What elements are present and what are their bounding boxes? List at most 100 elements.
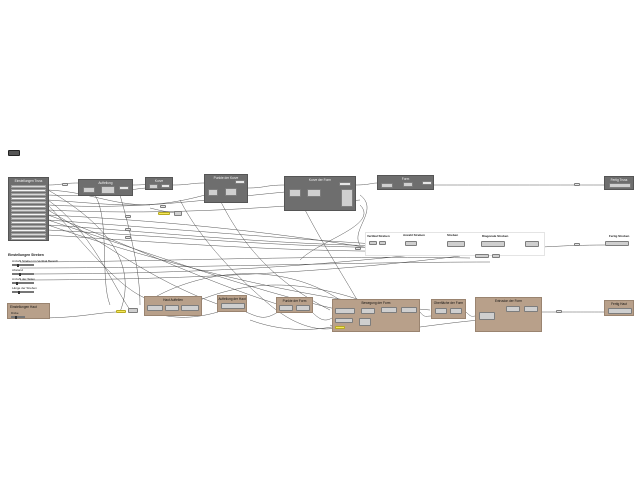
component-node[interactable] [181, 305, 199, 311]
relay-node[interactable] [160, 205, 166, 208]
relay-node[interactable] [574, 243, 580, 246]
component-node[interactable] [524, 306, 538, 312]
group-fertig-haut[interactable]: Fertig Haut [604, 300, 634, 316]
component-node[interactable] [174, 211, 182, 216]
wire [245, 311, 279, 318]
param-row[interactable] [11, 217, 46, 220]
component-node[interactable] [361, 308, 375, 314]
number-slider[interactable] [12, 282, 34, 285]
relay-node[interactable] [125, 215, 131, 218]
component-node[interactable] [479, 312, 495, 320]
relay-node[interactable] [556, 310, 562, 313]
number-slider[interactable] [11, 316, 25, 319]
component-node[interactable] [605, 241, 629, 246]
component-node[interactable] [401, 307, 417, 313]
component-node[interactable] [165, 305, 179, 311]
canvas-menu-icon[interactable] [8, 150, 20, 156]
group-aufteilung[interactable]: Aufteilung [78, 179, 133, 196]
component-node[interactable] [289, 189, 301, 197]
number-slider[interactable] [12, 264, 34, 267]
component-node[interactable] [221, 303, 245, 309]
relay-node[interactable] [355, 247, 361, 250]
component-node[interactable] [341, 189, 353, 207]
param-row[interactable] [11, 209, 46, 212]
component-node[interactable] [147, 305, 163, 311]
group-kurve[interactable]: Kurve [145, 177, 173, 190]
component-node[interactable] [447, 241, 465, 247]
panel-node[interactable] [116, 310, 126, 313]
component-node[interactable] [149, 184, 158, 189]
component-node[interactable] [307, 189, 321, 197]
component-node[interactable] [161, 184, 170, 188]
group-bewegung-der-form[interactable]: Bewegung der Form [332, 299, 420, 332]
component-node[interactable] [609, 183, 631, 188]
param-row[interactable] [11, 189, 46, 192]
panel-node[interactable] [335, 326, 345, 329]
slider-knob[interactable] [16, 282, 18, 285]
component-node[interactable] [359, 318, 371, 326]
component-node[interactable] [492, 254, 500, 258]
param-row[interactable] [11, 213, 46, 216]
slider-knob[interactable] [19, 273, 21, 276]
group-form[interactable]: Form [377, 175, 434, 190]
group-fertig-truss[interactable]: Fertig Truss [604, 176, 634, 190]
component-node[interactable] [83, 187, 95, 193]
relay-node[interactable] [125, 228, 131, 231]
param-row[interactable] [11, 221, 46, 224]
component-node[interactable] [279, 305, 293, 311]
component-node[interactable] [450, 308, 462, 314]
relay-node[interactable] [62, 183, 68, 186]
component-node[interactable] [475, 254, 489, 258]
component-node[interactable] [381, 307, 397, 313]
group-punkte-der-form[interactable]: Punkte der Form [276, 297, 313, 313]
component-node[interactable] [381, 183, 393, 188]
component-node[interactable] [525, 241, 539, 247]
param-row[interactable] [11, 193, 46, 196]
group-aufteilung-der-haut[interactable]: Aufteilung der Haut [217, 295, 247, 312]
component-node[interactable] [369, 241, 377, 245]
component-node[interactable] [435, 308, 447, 314]
number-slider[interactable] [12, 291, 34, 294]
relay-node[interactable] [125, 236, 131, 239]
component-node[interactable] [225, 188, 237, 196]
param-row[interactable] [11, 237, 46, 240]
group-punkte-der-kurve[interactable]: Punkte der Kurve [204, 174, 248, 203]
param-row[interactable] [11, 233, 46, 236]
component-node[interactable] [296, 305, 310, 311]
param-row[interactable] [11, 229, 46, 232]
component-node[interactable] [379, 241, 386, 245]
component-node[interactable] [481, 241, 505, 247]
number-slider[interactable] [12, 273, 34, 276]
relay-node[interactable] [574, 183, 580, 186]
group-extrusion-der-form[interactable]: Extrusion der Form [475, 297, 542, 332]
group-oberflaeche-der-form[interactable]: Oberfläche der Form [431, 299, 466, 319]
component-node[interactable] [403, 182, 413, 187]
component-node[interactable] [208, 189, 218, 196]
component-node[interactable] [608, 308, 632, 314]
group-einstellungen-haut[interactable]: Einstellungen Haut Dicke [7, 303, 50, 319]
component-node[interactable] [335, 318, 353, 323]
slider-knob[interactable] [18, 291, 20, 294]
slider-knob[interactable] [15, 316, 17, 319]
component-node[interactable] [101, 186, 115, 194]
group-kurve-der-form[interactable]: Kurve der Form [284, 176, 356, 211]
component-node[interactable] [119, 186, 129, 190]
component-node[interactable] [405, 241, 417, 246]
param-row[interactable] [11, 225, 46, 228]
group-einstellungen-truss[interactable]: Einstellungen Truss [8, 177, 49, 241]
group-streben-area[interactable] [365, 232, 545, 256]
component-node[interactable] [335, 308, 355, 314]
param-row[interactable] [11, 185, 46, 188]
group-haut-aufteilen[interactable]: Haut Aufteilen [144, 296, 202, 316]
slider-knob[interactable] [17, 264, 19, 267]
component-node[interactable] [339, 182, 351, 186]
panel-node[interactable] [158, 212, 170, 215]
component-node[interactable] [128, 308, 138, 313]
component-node[interactable] [422, 181, 432, 185]
param-row[interactable] [11, 197, 46, 200]
param-row[interactable] [11, 201, 46, 204]
param-row[interactable] [11, 205, 46, 208]
component-node[interactable] [506, 306, 520, 312]
component-node[interactable] [235, 180, 245, 184]
